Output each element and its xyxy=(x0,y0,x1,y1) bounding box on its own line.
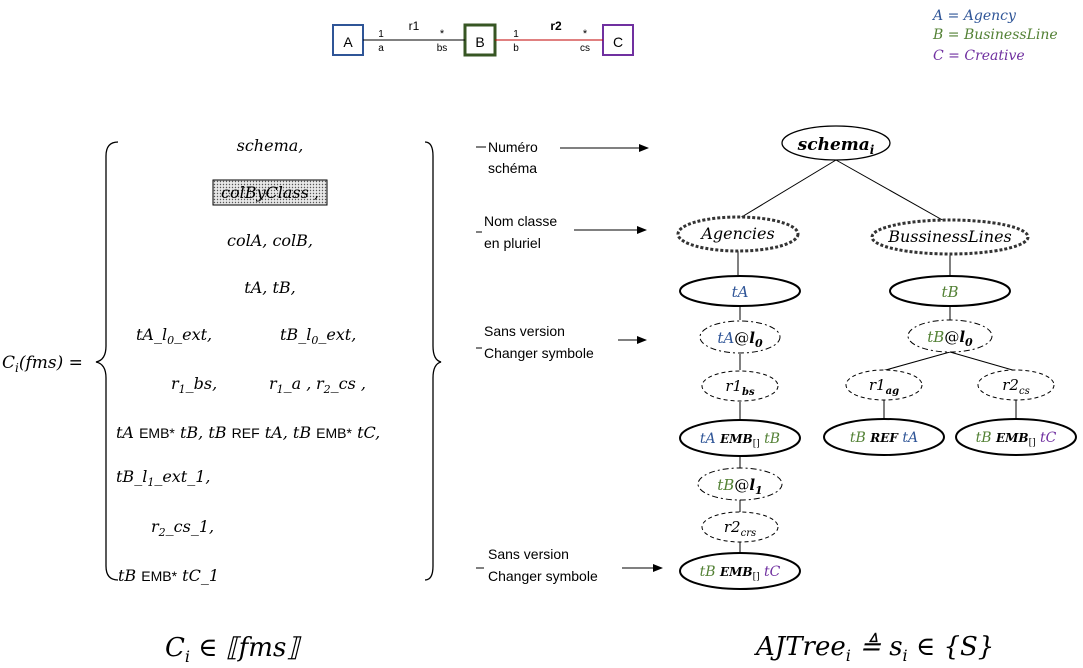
tree-bottom-formula: AJTreei ≜ si ∈ {S} xyxy=(754,632,994,665)
legend-item-businessline: B = BusinessLine xyxy=(932,27,1058,43)
formula-line-tables: tA, tB, xyxy=(244,278,295,297)
legend-item-agency: A = Agency xyxy=(931,8,1017,24)
formula-line-tb-l1-ext: tB_l1_ext_1, xyxy=(116,467,211,489)
node-tb-l1-label: tB@l1 xyxy=(717,476,762,497)
formula-line-r2-cs: r2_cs , xyxy=(316,374,366,396)
node-r2-cs xyxy=(977,369,1055,401)
right-brace xyxy=(424,141,442,581)
r1-card-right: * xyxy=(440,28,445,40)
class-a-box xyxy=(332,24,364,56)
node-r2-crs-label: r2crs xyxy=(724,518,756,539)
node-ta-emb-tb xyxy=(679,419,801,457)
annotation-nom-classe-line1: Nom classe xyxy=(484,213,557,229)
node-r1-bs xyxy=(701,370,779,402)
node-r2-cs-label: r2cs xyxy=(1002,376,1029,397)
formula-line-r2-cs-1: r2_cs_1, xyxy=(151,517,214,539)
node-r1-ag xyxy=(845,369,923,401)
formula-line-cols: colA, colB, xyxy=(227,231,313,250)
node-businesslines xyxy=(870,218,1030,256)
formula-line-ta-l0-ext: tA_l0_ext, xyxy=(136,325,212,347)
node-tb-ref-ta-label: tB REF tA xyxy=(850,430,918,446)
r1-role-right: bs xyxy=(437,43,448,54)
node-ta xyxy=(679,275,801,307)
formula-bottom: Ci ∈ ⟦fms⟧ xyxy=(165,633,302,666)
node-tb-l0-label: tB@l0 xyxy=(927,328,973,349)
node-r2-crs xyxy=(701,511,779,543)
node-tb-emb-tc xyxy=(955,418,1077,456)
node-tb-emb-tc-bottom xyxy=(679,552,801,590)
annotation-numero-schema-line1: Numéro xyxy=(488,139,538,155)
annotation-sans-version-1-line2: Changer symbole xyxy=(484,345,594,361)
r2-role-left: b xyxy=(513,43,519,54)
node-tb-l1 xyxy=(697,467,783,501)
r1-label: r1 xyxy=(409,19,420,33)
node-agencies xyxy=(676,215,800,253)
class-b-box xyxy=(463,23,497,57)
node-tb-emb-tc-bottom-label: tB EMB[] tC xyxy=(700,564,781,582)
left-brace xyxy=(95,141,119,581)
node-ta-l0 xyxy=(699,320,781,354)
formula-line-r1-bs: r1_bs, xyxy=(171,374,217,396)
formula-block: Ci(fms) = schema, colByClass , colA, col… xyxy=(2,136,442,666)
r2-role-right: cs xyxy=(580,43,590,54)
node-ta-emb-tb-label: tA EMB[] tB xyxy=(700,431,780,449)
formula-line-tb-emb-tc1: tB EMB* tC_1 xyxy=(118,566,219,585)
formula-line-colbyclass: colByClass , xyxy=(221,183,319,202)
class-b-label: B xyxy=(475,34,484,50)
legend-item-creative: C = Creative xyxy=(933,48,1025,64)
node-tb-label: tB xyxy=(941,283,958,301)
node-r1-bs-label: r1bs xyxy=(725,377,755,398)
formula-line-r1-a: r1_a , xyxy=(269,374,311,396)
r2-card-left: 1 xyxy=(513,29,519,40)
annotation-numero-schema-line2: schéma xyxy=(488,160,537,176)
class-a-label: A xyxy=(343,34,353,50)
node-schema-root xyxy=(781,125,891,161)
annotation-sans-version-2-line2: Changer symbole xyxy=(488,568,598,584)
r1-card-left: 1 xyxy=(378,29,384,40)
node-ta-l0-label: tA@l0 xyxy=(717,329,763,350)
tree-edges xyxy=(737,159,1017,553)
node-r1-ag-label: r1ag xyxy=(869,376,899,397)
uml-diagram: A B C r1 1 a * bs r2 1 b * cs xyxy=(332,19,634,57)
node-tb-emb-tc-label: tB EMB[] tC xyxy=(976,430,1057,448)
annotation-sans-version-2-line1: Sans version xyxy=(488,546,569,562)
node-tb-l0 xyxy=(907,319,993,353)
node-ta-label: tA xyxy=(732,283,749,301)
node-schema-root-label: schemai xyxy=(797,135,875,157)
class-c-box xyxy=(602,24,634,56)
r1-role-left: a xyxy=(378,43,384,54)
class-c-label: C xyxy=(613,34,623,50)
r2-label: r2 xyxy=(550,19,562,33)
colbyclass-highlight xyxy=(212,179,328,206)
node-tb-ref-ta xyxy=(823,418,945,456)
node-tb xyxy=(889,275,1011,307)
formula-line-relations: tA EMB* tB, tB REF tA, tB EMB* tC, xyxy=(116,423,380,442)
annotation-sans-version-1-line1: Sans version xyxy=(484,323,565,339)
tree-nodes: schemai Agencies BussinessLines tA tB tA… xyxy=(676,125,1077,665)
formula-lhs: Ci(fms) = xyxy=(2,353,83,375)
r2-card-right: * xyxy=(583,28,588,40)
node-businesslines-label: BussinessLines xyxy=(887,227,1012,246)
formula-line-tb-l0-ext: tB_l0_ext, xyxy=(280,325,356,347)
formula-line-schema: schema, xyxy=(237,136,304,155)
legend: A = Agency B = BusinessLine C = Creative xyxy=(931,8,1058,64)
node-agencies-label: Agencies xyxy=(699,224,774,243)
annotation-nom-classe-line2: en pluriel xyxy=(484,235,541,251)
annotations: Numéro schéma Nom classe en pluriel Sans… xyxy=(476,139,663,584)
